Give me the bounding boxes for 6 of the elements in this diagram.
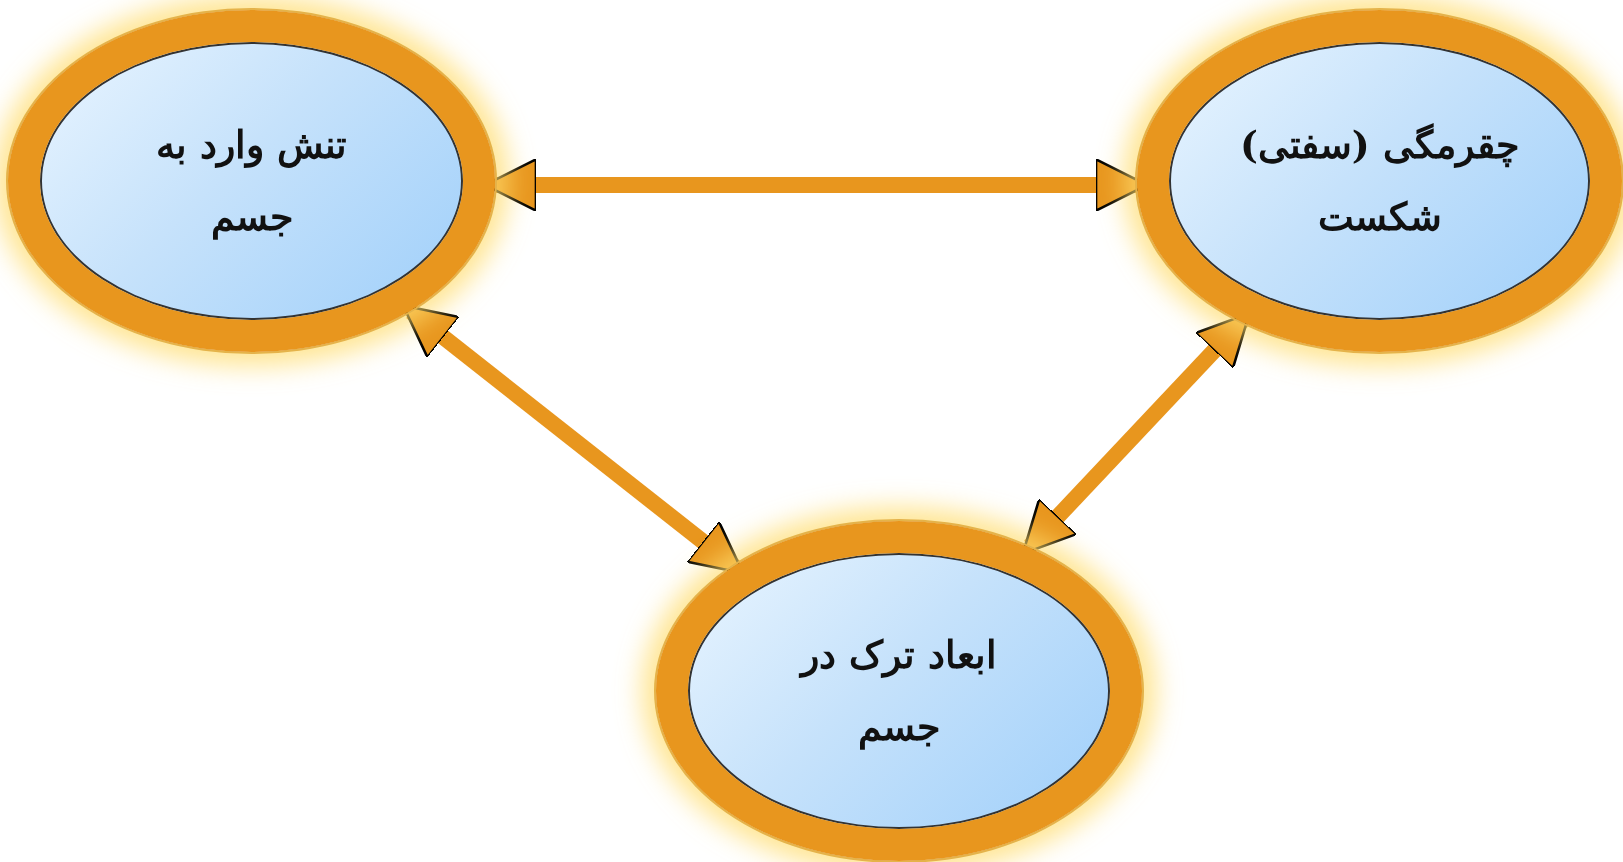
node-label: چقرمگی (سفتی) شکست bbox=[1238, 120, 1521, 241]
ellipse-node bbox=[1137, 10, 1622, 352]
node-label: تنش وارد به جسم bbox=[154, 120, 349, 242]
ellipse-node bbox=[656, 521, 1142, 861]
ellipse-node bbox=[8, 10, 495, 352]
node-label: ابعاد ترک در جسم bbox=[799, 630, 999, 752]
